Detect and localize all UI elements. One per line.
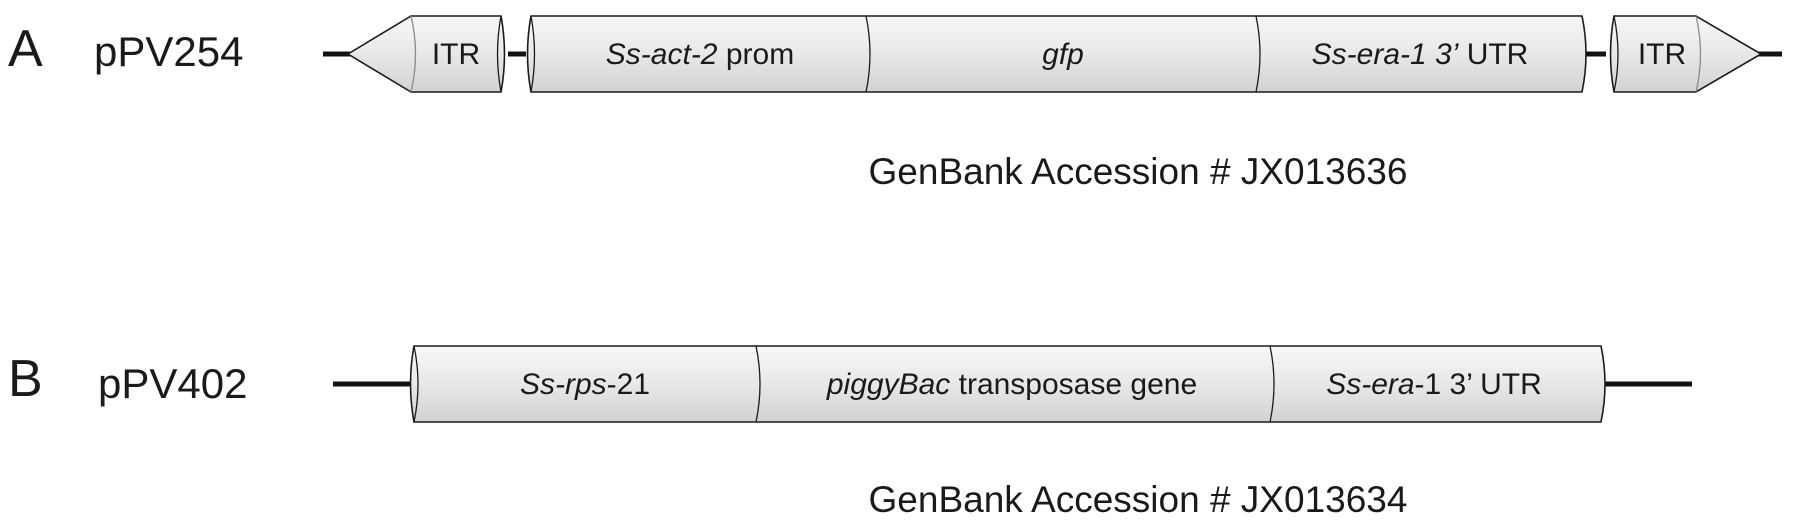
segment-label-act-prom: Ss-act-2 prom xyxy=(606,38,794,71)
panel-a: A pPV254 ITR Ss-act-2 prom gfp xyxy=(8,15,1782,192)
cylinder-a: Ss-act-2 prom gfp Ss-era-1 3’ UTR xyxy=(526,15,1587,93)
plasmid-name-b: pPV402 xyxy=(98,360,247,407)
itr-left: ITR xyxy=(346,15,506,93)
panel-b: B pPV402 Ss-rps-21 piggyBac transposase … xyxy=(8,345,1692,520)
itr-right: ITR xyxy=(1609,15,1763,93)
accession-b: GenBank Accession # JX013634 xyxy=(869,479,1408,520)
plasmid-name-a: pPV254 xyxy=(94,28,243,75)
segment-label-era-utr-a: Ss-era-1 3’ UTR xyxy=(1312,38,1529,71)
itr-left-label: ITR xyxy=(432,38,480,71)
segment-label-piggybac: piggyBac transposase gene xyxy=(826,368,1197,401)
segment-label-rps: Ss-rps-21 xyxy=(520,368,650,401)
segment-label-era-utr-b: Ss-era-1 3’ UTR xyxy=(1326,368,1542,401)
panel-letter-b: B xyxy=(8,350,43,408)
accession-a: GenBank Accession # JX013636 xyxy=(869,151,1408,192)
itr-right-label: ITR xyxy=(1638,38,1686,71)
cylinder-b: Ss-rps-21 piggyBac transposase gene Ss-e… xyxy=(409,345,1606,423)
segment-label-gfp: gfp xyxy=(1042,38,1084,71)
panel-letter-a: A xyxy=(8,20,43,78)
